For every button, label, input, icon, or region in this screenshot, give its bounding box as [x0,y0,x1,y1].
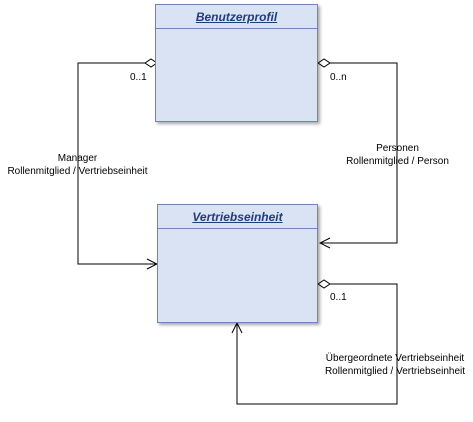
uebergeordnete-label: Übergeordnete Vertriebseinheit Rollenmit… [317,352,473,378]
manager-aggregation-diamond [144,58,158,68]
personen-description: Rollenmitglied / Person [346,156,449,167]
manager-role: Manager [57,153,98,164]
uebergeordnete-role: Übergeordnete Vertriebseinheit [325,353,465,364]
uebergeordnete-description: Rollenmitglied / Vertriebseinheit [324,366,466,377]
manager-multiplicity: 0..1 [130,72,147,83]
manager-description: Rollenmitglied / Vertriebseinheit [7,166,148,177]
uebergeordnete-multiplicity: 0..1 [330,292,347,303]
class-benutzerprofil[interactable]: Benutzerprofil [155,4,318,122]
personen-multiplicity: 0..n [330,72,347,83]
class-vertriebseinheit-title: Vertriebseinheit [158,205,317,229]
personen-label: Personen Rollenmitglied / Person [325,142,470,168]
personen-role: Personen [376,143,419,154]
manager-association-line[interactable] [77,58,158,264]
class-benutzerprofil-title: Benutzerprofil [156,5,317,29]
uebergeordnete-association-line[interactable] [237,279,398,405]
class-vertriebseinheit[interactable]: Vertriebseinheit [157,204,318,323]
uebergeordnete-aggregation-diamond [317,279,331,289]
personen-association-line[interactable] [317,58,398,243]
manager-label: Manager Rollenmitglied / Vertriebseinhei… [2,152,153,178]
personen-aggregation-diamond [317,58,331,68]
